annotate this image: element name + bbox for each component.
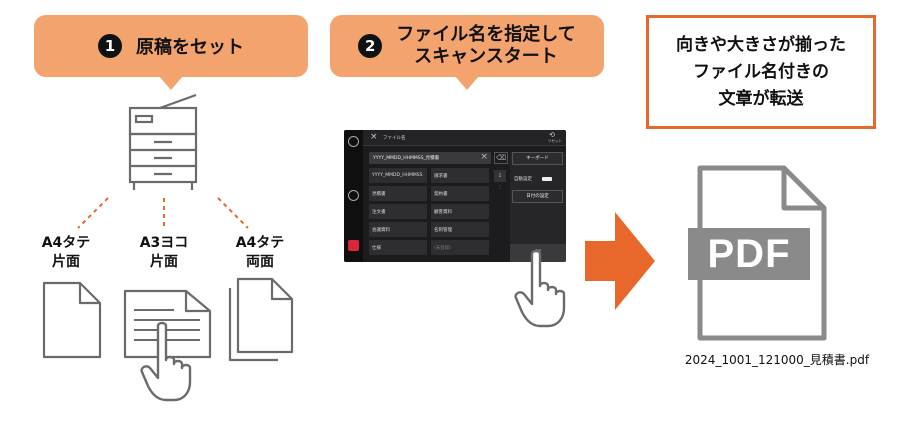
screen-pager-dots: ⋮	[498, 184, 502, 189]
hand-tap-icon	[514, 249, 566, 328]
screen-keyboard-button[interactable]: キーボード	[512, 152, 563, 165]
step2-callout: 2 ファイル名を指定して スキャンスタート	[330, 15, 604, 90]
screen-sidebar	[344, 130, 363, 262]
doc-label-a3-single: A3ヨコ 片面	[124, 234, 204, 272]
doc-label-a4-double-line2: 両面	[246, 254, 274, 270]
grid-cell[interactable]: 契約書	[431, 186, 489, 201]
result-line3: 文章が転送	[718, 88, 804, 109]
document-a4-portrait-icon	[42, 281, 102, 359]
pdf-file-icon	[688, 165, 827, 341]
doc-label-a4-single-line1: A4タテ	[41, 235, 91, 251]
step2-title-line1: ファイル名を指定して	[396, 24, 576, 45]
doc-label-a3-single-line1: A3ヨコ	[139, 235, 189, 251]
document-a4-duplex-icon	[228, 277, 294, 362]
flow-arrow-icon	[585, 212, 655, 310]
screen-user-icon	[348, 136, 359, 147]
screen-stop-icon[interactable]	[348, 240, 359, 251]
grid-cell[interactable]: 注文書	[369, 204, 427, 219]
screen-right-panel	[510, 152, 566, 262]
step2-number: 2	[358, 34, 383, 58]
screen-close-icon[interactable]: ×	[370, 132, 378, 142]
grid-cell[interactable]: 顧客資料	[431, 204, 489, 219]
step1-title: 原稿をセット	[136, 37, 244, 58]
screen-clear-icon[interactable]: ×	[480, 152, 488, 162]
screen-auto-setting[interactable]: 自動設定	[514, 176, 552, 182]
grid-cell[interactable]: 会議資料	[369, 222, 427, 237]
screen-auto-setting-label: 自動設定	[514, 177, 532, 182]
result-line1: 向きや大きさが揃った	[676, 34, 846, 55]
step1-number: 1	[98, 34, 122, 58]
screen-settings-icon	[348, 190, 359, 201]
hand-pointer-icon	[140, 321, 192, 402]
result-box: 向きや大きさが揃った ファイル名付きの 文章が転送	[646, 15, 876, 129]
grid-cell[interactable]: 仕様	[369, 240, 427, 255]
grid-cell[interactable]: YYYY_MMDD_HHMMSS	[369, 168, 427, 183]
screen-reset-icon[interactable]: ⟲	[549, 131, 555, 139]
screen-filename-input[interactable]: YYYY_MMDD_HHMMSS_見積書 ×	[369, 152, 491, 164]
doc-label-a4-single: A4タテ 片面	[26, 234, 106, 272]
screen-topbar: × ファイル名 ⟲ リセット	[363, 130, 566, 146]
grid-cell[interactable]: 名刺管理	[431, 222, 489, 237]
screen-date-setting-button[interactable]: 日付の設定	[512, 190, 563, 203]
screen-reset-label[interactable]: リセット	[548, 139, 562, 143]
screen-toggle-switch[interactable]	[542, 176, 552, 181]
screen-pager[interactable]: 1	[494, 170, 506, 182]
step2-title-line2: スキャンスタート	[414, 46, 558, 67]
step2-title: ファイル名を指定して スキャンスタート	[396, 24, 575, 68]
doc-label-a4-single-line2: 片面	[52, 254, 80, 270]
control-panel-screen: × ファイル名 ⟲ リセット YYYY_MMDD_HHMMSS_見積書 × ⌫ …	[344, 130, 566, 262]
doc-label-a4-double-line1: A4タテ	[235, 235, 285, 251]
grid-cell[interactable]: 見積書	[369, 186, 427, 201]
doc-label-a3-single-line2: 片面	[150, 254, 178, 270]
grid-cell[interactable]: (未登録)	[431, 240, 489, 255]
screen-filename-value: YYYY_MMDD_HHMMSS_見積書	[373, 156, 440, 161]
screen-backspace-icon[interactable]: ⌫	[494, 152, 508, 164]
connector-lines	[77, 197, 249, 229]
result-line2: ファイル名付きの	[693, 61, 829, 82]
grid-cell[interactable]: 請求書	[431, 168, 489, 183]
doc-label-a4-double: A4タテ 両面	[220, 234, 300, 272]
pdf-label: PDF	[707, 231, 791, 276]
screen-title: ファイル名	[383, 136, 406, 141]
multifunction-printer-icon	[128, 93, 198, 190]
document-a3-landscape-icon	[123, 289, 212, 359]
pdf-filename: 2024_1001_121000_見積書.pdf	[684, 353, 870, 367]
step1-callout: 1 原稿をセット	[34, 15, 308, 90]
